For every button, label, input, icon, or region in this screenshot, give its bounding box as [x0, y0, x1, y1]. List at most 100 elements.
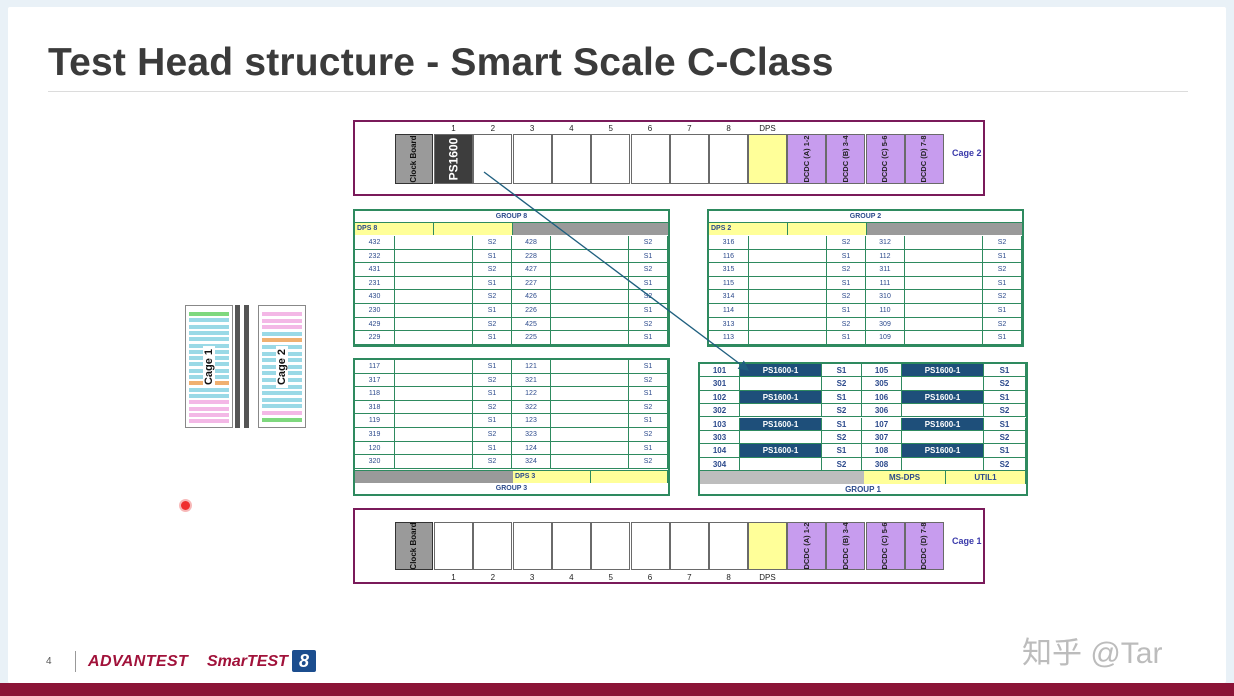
cage-1-box: Cage 1	[185, 305, 233, 428]
table-cell: 428	[512, 236, 551, 249]
table-cell: 120	[355, 441, 395, 455]
table-cell: S2	[983, 263, 1022, 276]
table-cell: S2	[629, 236, 668, 249]
page-title: Test Head structure - Smart Scale C-Clas…	[48, 41, 834, 84]
watermark: 知乎 @Tar	[1022, 637, 1163, 670]
table-cell	[551, 263, 629, 276]
table-cell: S2	[983, 236, 1022, 249]
util-cell: UTIL1	[946, 471, 1026, 484]
group-title: GROUP 3	[355, 482, 668, 494]
cage-slot-stripe	[262, 391, 302, 396]
slot-7	[669, 134, 709, 184]
table-cell: 226	[512, 304, 551, 317]
cage-slot-stripe	[189, 412, 229, 417]
table-cell	[551, 373, 629, 387]
table-cell: 302	[700, 404, 740, 417]
ms-dps-cell: MS-DPS	[864, 471, 946, 484]
table-cell	[551, 360, 629, 373]
table-cell: S2	[822, 404, 862, 417]
table-cell	[395, 317, 473, 331]
table-cell	[395, 249, 473, 263]
table-cell	[551, 400, 629, 414]
table-cell: S1	[473, 441, 512, 455]
dcdc-slot-1: DCDC (A) 1-2	[787, 522, 826, 570]
cage-slot-stripe	[262, 411, 302, 415]
table-cell: S2	[473, 400, 512, 414]
group-dps-row: DPS 3	[355, 470, 668, 483]
ps-channel-cell: PS1600-1	[740, 417, 822, 430]
table-cell: 114	[709, 304, 749, 317]
table-cell: S1	[984, 390, 1026, 404]
table-cell	[395, 373, 473, 387]
slot-number: 1	[451, 573, 456, 582]
dps-slot	[748, 522, 787, 570]
table-cell: S2	[827, 236, 866, 249]
table-cell: 118	[355, 387, 395, 400]
table-cell: S1	[473, 414, 512, 427]
cage-2-label: Cage 2	[276, 345, 288, 388]
table-cell: S1	[629, 331, 668, 344]
table-cell: 231	[355, 276, 395, 290]
table-cell	[749, 236, 827, 249]
table-cell	[905, 276, 983, 290]
slot-number: 5	[608, 573, 613, 582]
slot-7	[669, 522, 709, 570]
cage-slot-stripe	[262, 325, 302, 330]
table-cell: S1	[984, 444, 1026, 457]
dps-cell	[788, 223, 867, 235]
table-cell: S1	[827, 304, 866, 317]
table-cell: 321	[512, 373, 551, 387]
table-cell: 122	[512, 387, 551, 400]
table-cell	[395, 331, 473, 344]
table-cell: 303	[700, 431, 740, 444]
slot-5	[591, 522, 631, 570]
cage-slot-stripe	[189, 400, 229, 405]
table-cell: 123	[512, 414, 551, 427]
slot-8	[709, 134, 749, 184]
table-cell: S1	[827, 331, 866, 344]
table-cell: S2	[629, 373, 668, 387]
table-cell	[905, 236, 983, 249]
table-cell: S2	[473, 236, 512, 249]
dps-label: DPS	[759, 573, 776, 582]
table-cell: 119	[355, 414, 395, 427]
table-cell: 312	[866, 236, 905, 249]
table-cell	[551, 304, 629, 317]
cage-slot-stripe	[189, 406, 229, 411]
dps-cell	[434, 223, 513, 235]
table-cell	[905, 249, 983, 263]
slot-2	[473, 134, 513, 184]
table-cell: 308	[862, 457, 902, 471]
table-cell	[395, 428, 473, 441]
slot-number: 3	[529, 573, 535, 582]
table-cell: 427	[512, 263, 551, 276]
table-cell: 103	[700, 417, 740, 430]
table-cell	[740, 457, 822, 471]
table-cell: S1	[473, 360, 512, 373]
advantest-logo: ADVANTEST	[88, 653, 189, 670]
table-cell: S1	[629, 441, 668, 455]
table-cell: S2	[822, 377, 862, 390]
table-cell	[551, 414, 629, 427]
table-cell: 104	[700, 444, 740, 457]
table-cell	[905, 317, 983, 331]
gray-block	[867, 223, 1022, 235]
cage-slot-stripe	[262, 331, 302, 336]
table-cell	[395, 455, 473, 468]
table-cell: S1	[473, 249, 512, 263]
table-cell: 429	[355, 317, 395, 331]
table-cell: S1	[822, 364, 862, 377]
